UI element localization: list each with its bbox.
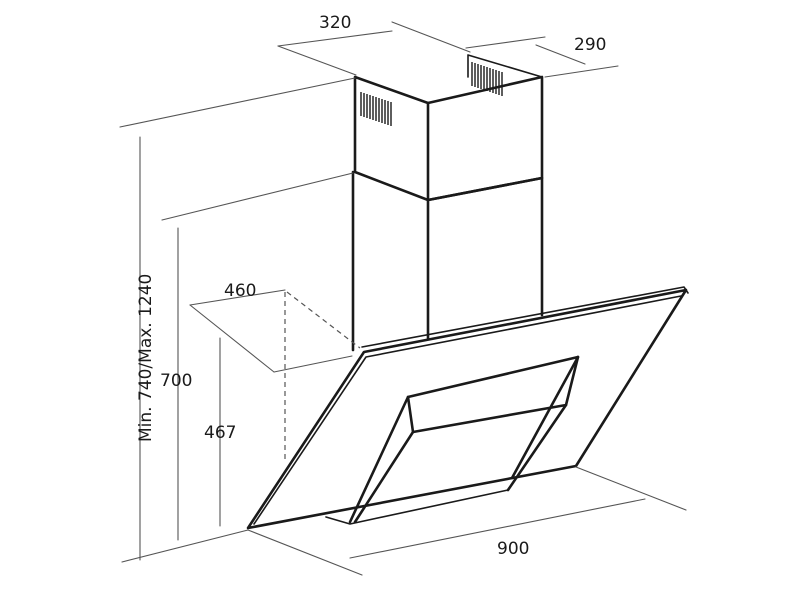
- chimney-vent-back: [471, 62, 503, 96]
- chimney-upper-front: [353, 75, 430, 202]
- dim-label-front-height: 467: [204, 423, 236, 443]
- chimney-lower-front: [351, 170, 430, 352]
- dim-label-chimney-width: 320: [319, 13, 351, 33]
- chimney: [351, 54, 544, 352]
- dim-label-overall-height: Min. 740/Max. 1240: [136, 274, 156, 442]
- dim-label-hood-width: 900: [497, 539, 529, 559]
- chimney-upper-back: [467, 54, 543, 78]
- hood-body: [325, 355, 580, 525]
- dimension-labels: 320 290 460 Min. 740/Max. 1240 700 467 9…: [136, 13, 606, 559]
- dim-label-chimney-depth: 290: [574, 35, 606, 55]
- chimney-lower-side: [426, 176, 544, 317]
- dim-label-glass-depth: 460: [224, 281, 256, 301]
- chimney-vent-front: [360, 92, 392, 126]
- dim-label-hood-height: 700: [160, 371, 192, 391]
- hood-glass-panel: [246, 286, 689, 530]
- dimension-lines: [119, 21, 687, 576]
